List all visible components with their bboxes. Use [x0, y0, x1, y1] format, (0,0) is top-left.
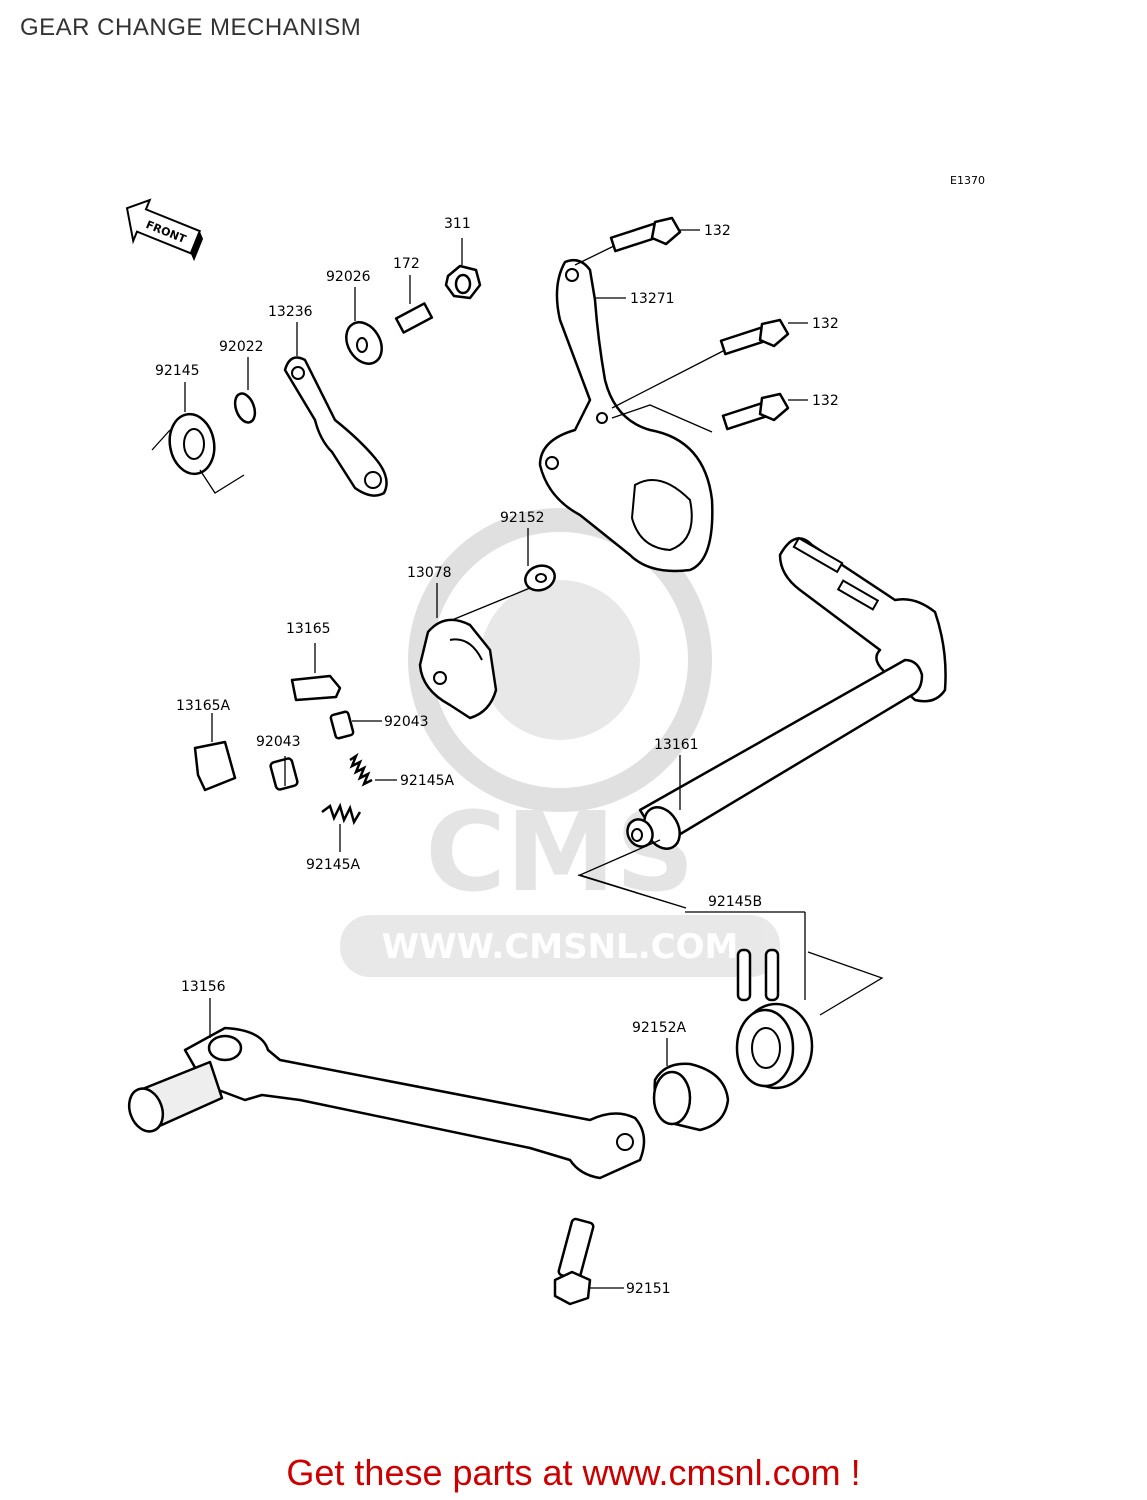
- pin-92043-lower: [269, 756, 299, 791]
- spring-92145B: [577, 839, 884, 1090]
- front-arrow-icon: FRONT: [125, 198, 204, 262]
- label-92145[interactable]: 92145: [155, 363, 200, 379]
- label-132-bottom[interactable]: 132: [812, 393, 839, 409]
- parts-diagram: CMS WWW.CMSNL.COM E1370 FRONT: [125, 174, 985, 1306]
- label-132-top[interactable]: 132: [704, 223, 731, 239]
- label-13165[interactable]: 13165: [286, 621, 331, 637]
- page-title: GEAR CHANGE MECHANISM: [20, 14, 362, 41]
- label-92145B[interactable]: 92145B: [708, 894, 762, 910]
- bolt-92151: [553, 1217, 624, 1306]
- label-172[interactable]: 172: [393, 256, 420, 272]
- label-92043-upper[interactable]: 92043: [384, 714, 429, 730]
- spring-92145A-upper: [349, 752, 397, 787]
- watermark-url: WWW.CMSNL.COM: [382, 927, 739, 967]
- label-132-middle[interactable]: 132: [812, 316, 839, 332]
- label-13236[interactable]: 13236: [268, 304, 313, 320]
- label-13165A[interactable]: 13165A: [176, 698, 231, 714]
- gear-13078: [418, 583, 498, 720]
- label-13078[interactable]: 13078: [407, 565, 452, 581]
- label-92022[interactable]: 92022: [219, 339, 264, 355]
- nut-311: [444, 238, 482, 300]
- label-92151[interactable]: 92151: [626, 1281, 671, 1297]
- spring-92145: [151, 382, 245, 494]
- label-13156[interactable]: 13156: [181, 979, 226, 995]
- lever-13236: [283, 322, 388, 497]
- label-92152A[interactable]: 92152A: [632, 1020, 687, 1036]
- pawl-13165A: [193, 713, 237, 792]
- diagram-code: E1370: [950, 174, 985, 187]
- bolt-132-top: [609, 216, 700, 253]
- bracket-13271: [538, 243, 714, 573]
- collar-92152: [451, 528, 556, 621]
- washer-92022: [233, 357, 257, 424]
- label-13161[interactable]: 13161: [654, 737, 699, 753]
- label-92145A-upper[interactable]: 92145A: [400, 773, 455, 789]
- label-92043-lower[interactable]: 92043: [256, 734, 301, 750]
- label-311[interactable]: 311: [444, 216, 471, 232]
- label-13271[interactable]: 13271: [630, 291, 675, 307]
- stud-172: [394, 275, 434, 334]
- bolt-132-middle: [611, 318, 808, 409]
- washer-92026: [345, 287, 383, 365]
- pawl-13165: [290, 643, 342, 702]
- part-labels: 311 132 172 92026 13271 13236 132 92022 …: [155, 216, 839, 1297]
- spring-92145A-lower: [321, 802, 362, 852]
- collar-92152A: [652, 1038, 730, 1132]
- footer-link[interactable]: Get these parts at www.cmsnl.com !: [286, 1452, 861, 1493]
- watermark: CMS WWW.CMSNL.COM: [340, 508, 780, 977]
- label-92145A-lower[interactable]: 92145A: [306, 857, 361, 873]
- pin-92043-upper: [329, 710, 382, 740]
- shift-pedal-13156: [127, 998, 646, 1180]
- bolt-132-bottom: [611, 392, 808, 433]
- shaft-13161: [626, 536, 947, 850]
- label-92026[interactable]: 92026: [326, 269, 371, 285]
- label-92152[interactable]: 92152: [500, 510, 545, 526]
